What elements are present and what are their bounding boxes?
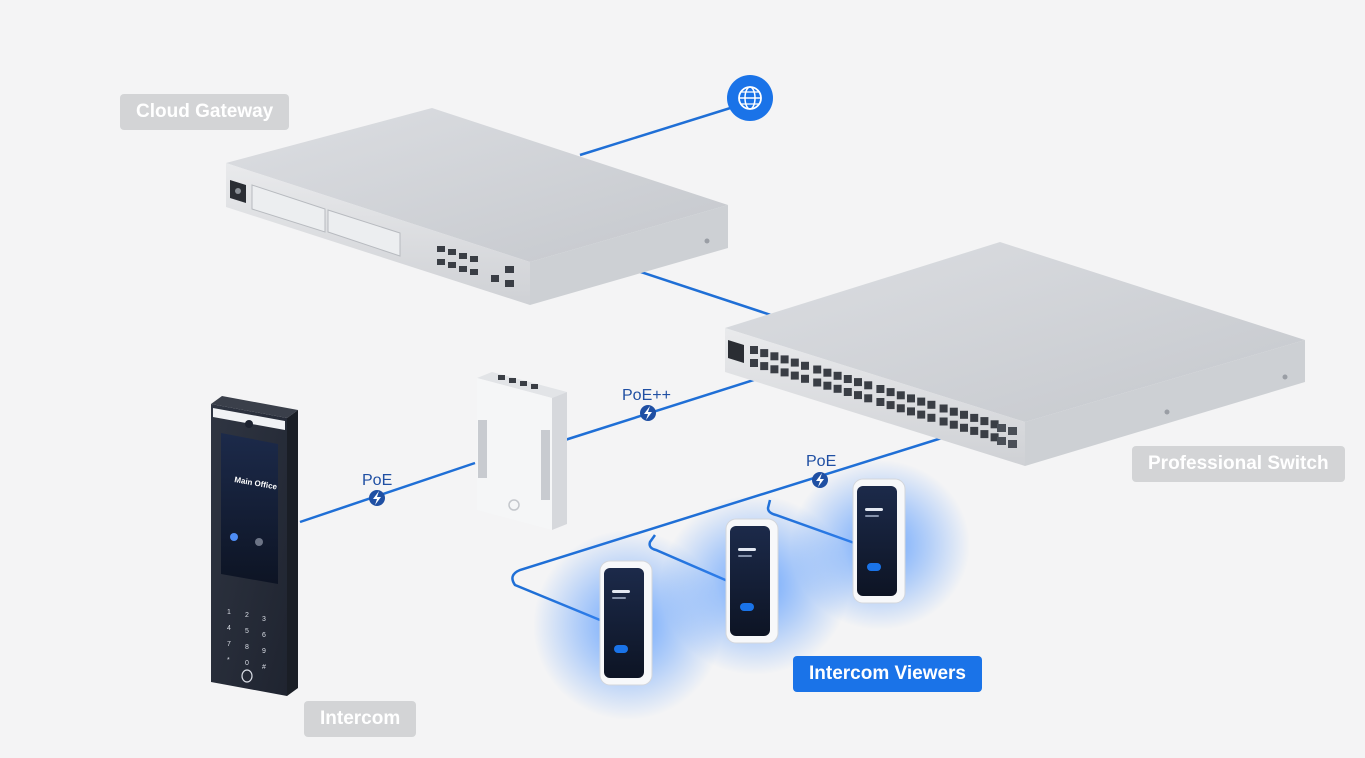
cable-gateway-switch xyxy=(634,268,781,320)
switch-port xyxy=(907,394,915,403)
switch-port xyxy=(813,378,822,387)
switch-port xyxy=(980,417,989,426)
poe-plus-plus-label: PoE++ xyxy=(622,387,671,404)
svg-text:*: * xyxy=(227,657,230,664)
svg-text:8: 8 xyxy=(245,644,249,651)
svg-text:5: 5 xyxy=(245,628,249,635)
switch-port xyxy=(760,349,769,358)
intercom-viewer-3 xyxy=(852,478,906,604)
poe-intercom-link: PoE xyxy=(362,472,392,506)
switch-port xyxy=(990,420,999,429)
svg-text:3: 3 xyxy=(262,616,266,623)
switch-port xyxy=(750,359,758,367)
switch-port xyxy=(927,413,936,422)
switch-port xyxy=(790,358,799,367)
svg-text:9: 9 xyxy=(262,648,266,655)
svg-text:#: # xyxy=(262,664,266,671)
globe-icon xyxy=(727,75,773,121)
switch-port xyxy=(876,385,885,393)
cloud-gateway-device xyxy=(226,108,728,305)
intercom-viewer-2 xyxy=(725,518,779,644)
switch-port xyxy=(801,361,809,370)
switch-sfp-port xyxy=(1008,440,1017,448)
svg-text:4: 4 xyxy=(227,625,231,632)
switch-port xyxy=(886,401,895,410)
cloud-gateway-label: Cloud Gateway xyxy=(120,94,290,130)
intercom-viewer-1 xyxy=(599,560,653,686)
switch-port xyxy=(949,407,958,416)
switch-port xyxy=(896,404,905,413)
svg-text:1: 1 xyxy=(227,609,231,616)
switch-port xyxy=(864,394,873,403)
switch-port xyxy=(843,388,852,396)
switch-port xyxy=(780,355,789,364)
switch-sfp-port xyxy=(1008,427,1017,435)
cable-switch-poe-injector xyxy=(564,376,761,442)
switch-port xyxy=(843,375,852,383)
intercom-viewers-label: Intercom Viewers xyxy=(793,656,983,692)
switch-port xyxy=(790,371,799,380)
switch-port xyxy=(854,378,862,387)
switch-sfp-port xyxy=(997,424,1006,432)
switch-port xyxy=(927,400,936,409)
switch-port xyxy=(907,407,915,416)
switch-port xyxy=(833,371,842,380)
poe-intercom-label: PoE xyxy=(362,472,392,489)
poe-viewers-label: PoE xyxy=(806,453,836,470)
poe-injector-device xyxy=(477,372,567,530)
switch-ports xyxy=(750,346,1017,448)
svg-text:7: 7 xyxy=(227,641,231,648)
lightning-icon xyxy=(812,472,828,488)
switch-port xyxy=(917,410,926,419)
switch-port xyxy=(990,433,999,442)
lightning-icon xyxy=(369,490,385,506)
switch-port xyxy=(980,430,989,439)
intercom-label: Intercom xyxy=(304,701,417,737)
switch-port xyxy=(864,381,873,390)
svg-text:2: 2 xyxy=(245,612,249,619)
switch-port xyxy=(960,423,968,432)
cable-injector-intercom xyxy=(299,461,476,524)
switch-port xyxy=(917,397,926,406)
switch-port xyxy=(770,365,779,374)
switch-port xyxy=(854,391,862,400)
switch-port xyxy=(813,365,822,374)
svg-text:6: 6 xyxy=(262,632,266,639)
switch-port xyxy=(823,381,832,390)
switch-port xyxy=(960,410,968,419)
switch-port xyxy=(750,346,758,354)
switch-port xyxy=(760,362,769,371)
cable-internet xyxy=(579,103,741,157)
switch-port xyxy=(886,388,895,397)
poe-plus-plus-link: PoE++ xyxy=(622,387,671,421)
professional-switch-device xyxy=(725,242,1305,466)
switch-sfp-port xyxy=(997,437,1006,445)
lightning-icon xyxy=(640,405,656,421)
switch-port xyxy=(939,417,948,426)
svg-text:0: 0 xyxy=(245,660,249,667)
poe-viewers-link: PoE xyxy=(806,453,836,488)
switch-port xyxy=(970,413,979,422)
switch-port xyxy=(970,426,979,435)
professional-switch-label: Professional Switch xyxy=(1132,446,1345,482)
switch-port xyxy=(939,404,948,413)
switch-port xyxy=(833,384,842,393)
switch-port xyxy=(780,368,789,377)
switch-port xyxy=(876,398,885,406)
switch-port xyxy=(896,391,905,400)
switch-port xyxy=(949,420,958,429)
switch-port xyxy=(801,374,809,383)
switch-port xyxy=(770,352,779,361)
switch-port xyxy=(823,368,832,377)
